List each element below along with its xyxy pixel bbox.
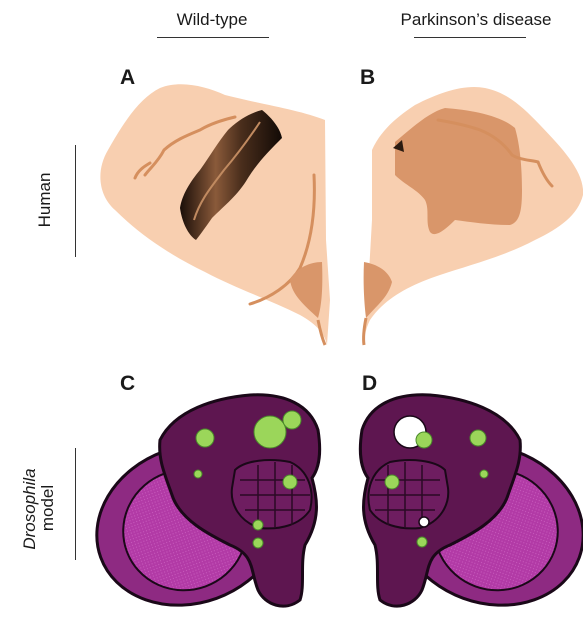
human-brain-wild-type bbox=[100, 84, 330, 345]
neuron-cluster-c3 bbox=[283, 411, 301, 429]
neuron-cluster-c5 bbox=[194, 470, 202, 478]
fly-brain-parkinsons bbox=[360, 395, 583, 617]
neuron-cluster-c2 bbox=[254, 416, 286, 448]
human-brain-parkinsons bbox=[364, 87, 583, 345]
antennal-lobe-region-c bbox=[232, 460, 312, 528]
neuron-cluster-d2 bbox=[416, 432, 432, 448]
fly-brain-wild-type bbox=[74, 395, 320, 617]
degenerated-cluster-d6 bbox=[419, 517, 429, 527]
neuron-cluster-d5 bbox=[480, 470, 488, 478]
neuron-cluster-c7 bbox=[253, 538, 263, 548]
neuron-cluster-c4 bbox=[283, 475, 297, 489]
neuron-cluster-c6 bbox=[253, 520, 263, 530]
neuron-cluster-d4 bbox=[385, 475, 399, 489]
antennal-lobe-region-d bbox=[368, 460, 448, 528]
neuron-cluster-d7 bbox=[417, 537, 427, 547]
neuron-cluster-c1 bbox=[196, 429, 214, 447]
neuron-cluster-d3 bbox=[470, 430, 486, 446]
